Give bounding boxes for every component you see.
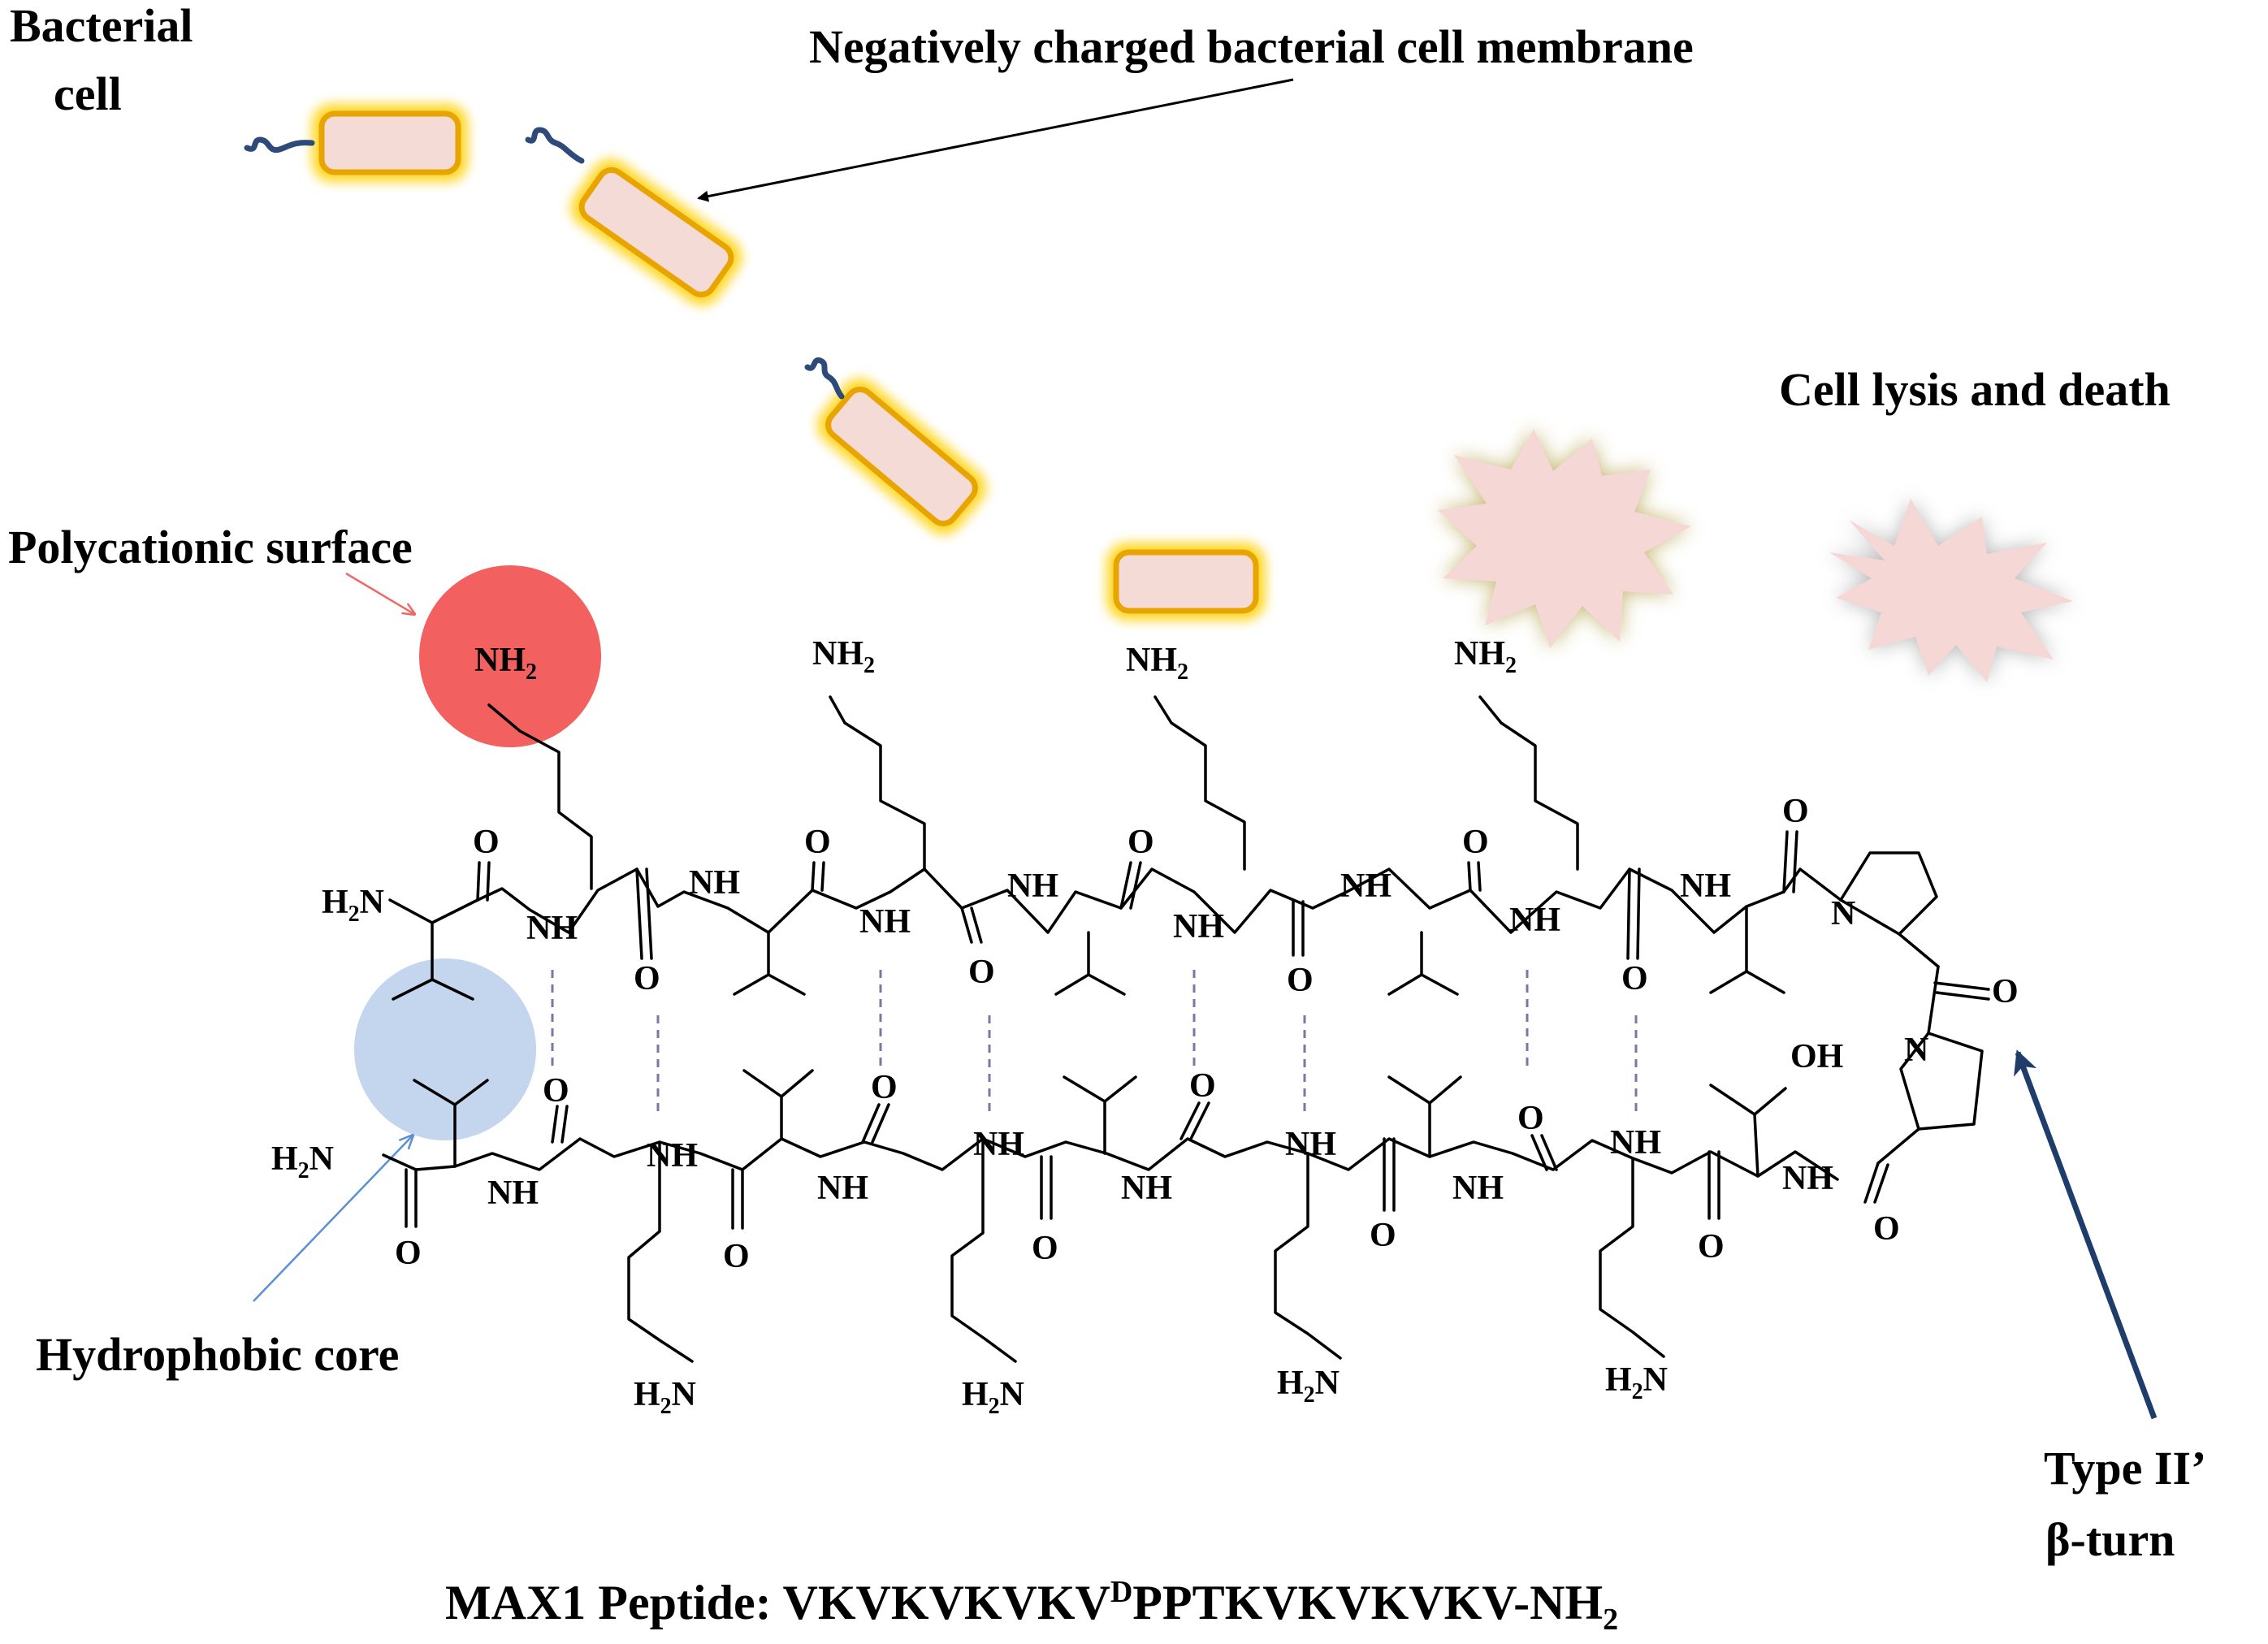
o-label: O [1128, 824, 1154, 861]
o-label: O [723, 1238, 750, 1275]
flagellum-icon [525, 127, 585, 164]
bacterial-cell-1 [244, 104, 468, 182]
membrane-label: Negatively charged bacterial cell membra… [809, 20, 1694, 73]
lysis-label: Cell lysis and death [1779, 363, 2171, 416]
h2n-label: H2N [1605, 1361, 1668, 1404]
h2n-label: H2N [322, 884, 384, 927]
o-label: O [395, 1235, 422, 1272]
nh-label: NH [647, 1137, 698, 1175]
caption-middle: PPTKVKVKVKV-NH [1132, 1576, 1604, 1629]
polycationic-arrow [345, 572, 414, 614]
nh-label: NH [526, 910, 578, 947]
h2n-label: H2N [634, 1376, 696, 1419]
turn-label-line1: Type II’ [2044, 1442, 2207, 1495]
caption-superscript: D [1110, 1575, 1133, 1609]
nh-label: NH [487, 1175, 539, 1212]
o-label: O [871, 1069, 898, 1106]
o-label: O [804, 824, 831, 861]
bacterial-cell-label-line2: cell [54, 67, 122, 120]
caption-prefix: MAX1 Peptide: VKVKVKVKV [445, 1576, 1110, 1629]
caption-subscript: 2 [1603, 1603, 1619, 1637]
nh-label: NH [1509, 902, 1560, 939]
o-label: O [968, 954, 995, 991]
nh-label: NH [1452, 1170, 1504, 1207]
membrane-arrow [697, 78, 1294, 202]
nh-label: NH [1121, 1170, 1172, 1207]
o-label: O [1621, 960, 1648, 997]
nh-label: NH [1340, 867, 1392, 905]
o-label: O [1873, 1210, 1900, 1248]
nh-label: NH [1173, 908, 1224, 945]
lysed-cell-1 [1438, 429, 1691, 648]
o-label: O [1782, 793, 1809, 830]
nh-label: NH [1610, 1124, 1661, 1162]
o-label: O [1370, 1217, 1396, 1254]
turn-label-line2: β-turn [2045, 1513, 2175, 1566]
o-label: O [1992, 973, 2019, 1010]
nh2-label: NH2 [812, 635, 875, 678]
bacterial-cell-3 [816, 378, 987, 535]
lysed-cell-2 [1829, 499, 2073, 682]
flagellum-icon [804, 357, 845, 400]
nh-label: NH [689, 864, 740, 902]
peptide-caption: MAX1 Peptide: VKVKVKVKVDPPTKVKVKVKV-NH2 [445, 1574, 1618, 1638]
nh2-label: NH2 [1126, 642, 1188, 685]
hydrophobic-highlight [354, 958, 536, 1140]
o-label: O [1189, 1067, 1216, 1105]
nh2-label: NH2 [474, 642, 537, 685]
nh-label: NH [1007, 867, 1058, 905]
chemical-labels: NH2 NH2 NH2 NH2 H2N NH NH NH NH NH NH NH… [271, 635, 2019, 1419]
o-label: O [1698, 1228, 1725, 1265]
flagellum-icon [244, 136, 315, 154]
oh-label: OH [1790, 1038, 1843, 1075]
polycationic-label: Polycationic surface [8, 521, 413, 573]
turn-arrow [2014, 1049, 2158, 1420]
h2n-label: H2N [271, 1140, 334, 1183]
peptide-bonds [382, 695, 1990, 1363]
n-label: N [1831, 895, 1855, 932]
o-label: O [473, 824, 500, 861]
o-label: O [1032, 1230, 1058, 1267]
bacterial-cell-4 [1106, 543, 1266, 621]
nh-label: NH [1782, 1160, 1833, 1197]
o-label: O [634, 960, 660, 997]
nh-label: NH [973, 1126, 1024, 1163]
hydrophobic-arrow [253, 1136, 413, 1302]
nh-label: NH [859, 903, 911, 941]
h2n-label: H2N [962, 1376, 1024, 1419]
nh-label: NH [1680, 867, 1731, 905]
bacterial-cell-label-line1: Bacterial [10, 0, 193, 52]
nh-label: NH [1285, 1126, 1336, 1163]
hydrophobic-label: Hydrophobic core [36, 1328, 400, 1381]
nh-label: NH [817, 1170, 868, 1207]
h2n-label: H2N [1277, 1365, 1340, 1408]
o-label: O [543, 1072, 569, 1110]
nh2-label: NH2 [1454, 635, 1517, 678]
n-label: N [1904, 1032, 1928, 1069]
hydrogen-bonds [551, 970, 1638, 1118]
polycationic-highlight [419, 565, 601, 747]
bacterial-cell-2 [570, 158, 742, 306]
o-label: O [1517, 1100, 1544, 1137]
o-label: O [1462, 824, 1489, 861]
o-label: O [1287, 962, 1314, 999]
